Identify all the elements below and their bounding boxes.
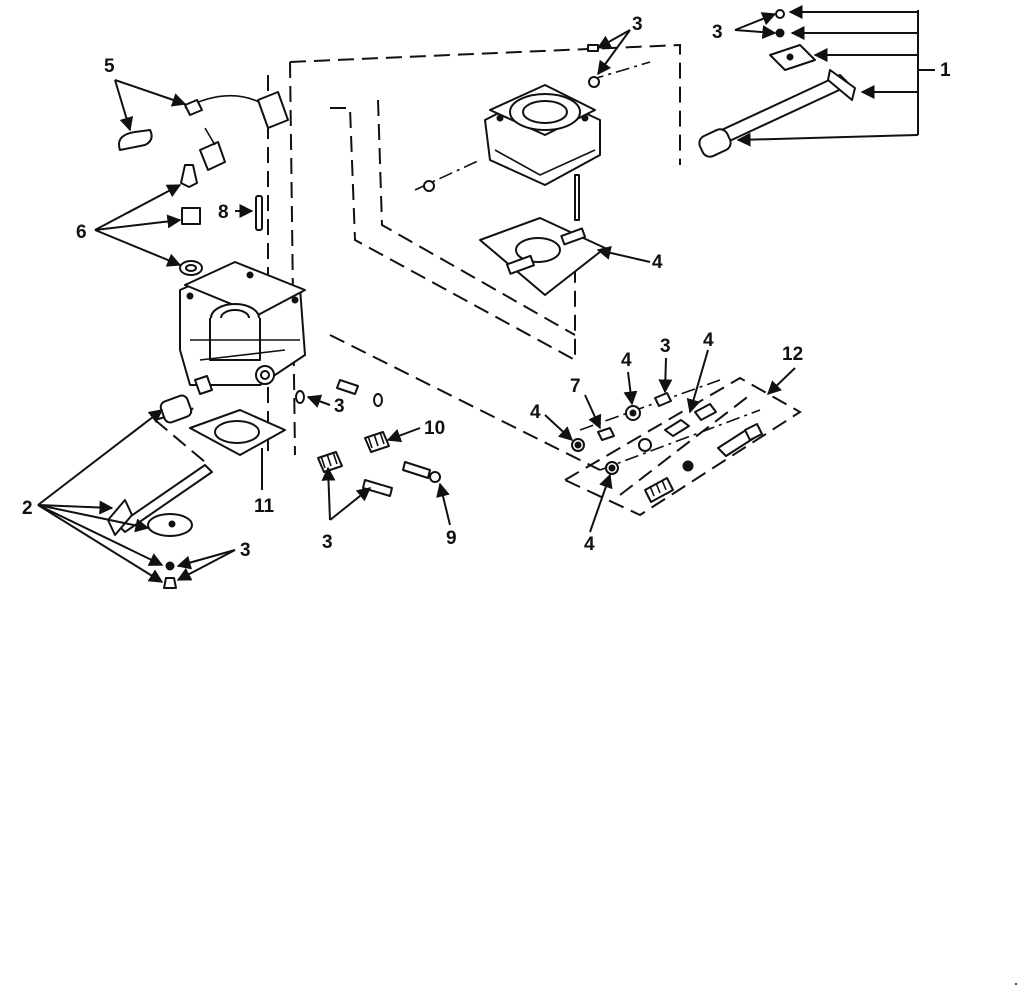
callout-4-mid: 4	[621, 350, 632, 371]
callout-5: 5	[104, 56, 115, 77]
hinge-pin	[255, 195, 263, 231]
callout-3-kit: 3	[660, 336, 671, 357]
callout-3-choke: 3	[240, 540, 251, 561]
callout-12: 12	[782, 344, 803, 365]
carburetor-body	[179, 261, 306, 395]
cover-gasket	[479, 217, 606, 296]
needle-and-seat	[179, 164, 203, 276]
callout-1: 1	[940, 60, 951, 81]
scan-dot	[1015, 983, 1017, 985]
callout-4-right: 4	[703, 330, 714, 351]
kit-box-item-12	[562, 376, 802, 517]
callout-2: 2	[22, 498, 33, 519]
throttle-shaft-assembly	[698, 9, 856, 158]
callout-7: 7	[570, 376, 581, 397]
callout-labels: 1 2 3 3 3 3 3 3 4 4 4 4 4 5 6 7 8 9 10 1…	[22, 14, 951, 561]
float-assembly	[118, 91, 289, 171]
callout-8: 8	[218, 202, 229, 223]
callout-4-gasket: 4	[652, 252, 663, 273]
callout-3-cover: 3	[632, 14, 643, 35]
callout-3-throttle: 3	[712, 22, 723, 43]
callout-4-left: 4	[530, 402, 541, 423]
idle-screws-and-springs	[295, 379, 441, 497]
cover-screws	[423, 44, 600, 192]
callout-3-screws: 3	[322, 532, 333, 553]
air-horn-cover	[484, 84, 601, 221]
flange-gasket	[189, 409, 286, 456]
assembly-guide-lines	[154, 43, 761, 471]
callout-9: 9	[446, 528, 457, 549]
callout-6: 6	[76, 222, 87, 243]
callout-3-body: 3	[334, 396, 345, 417]
choke-shaft-assembly	[107, 394, 213, 589]
small-parts-row	[571, 392, 672, 475]
callout-11: 11	[254, 496, 275, 517]
callout-leaders	[37, 5, 935, 583]
callout-4-bottom: 4	[584, 534, 595, 555]
callout-10: 10	[424, 418, 445, 439]
